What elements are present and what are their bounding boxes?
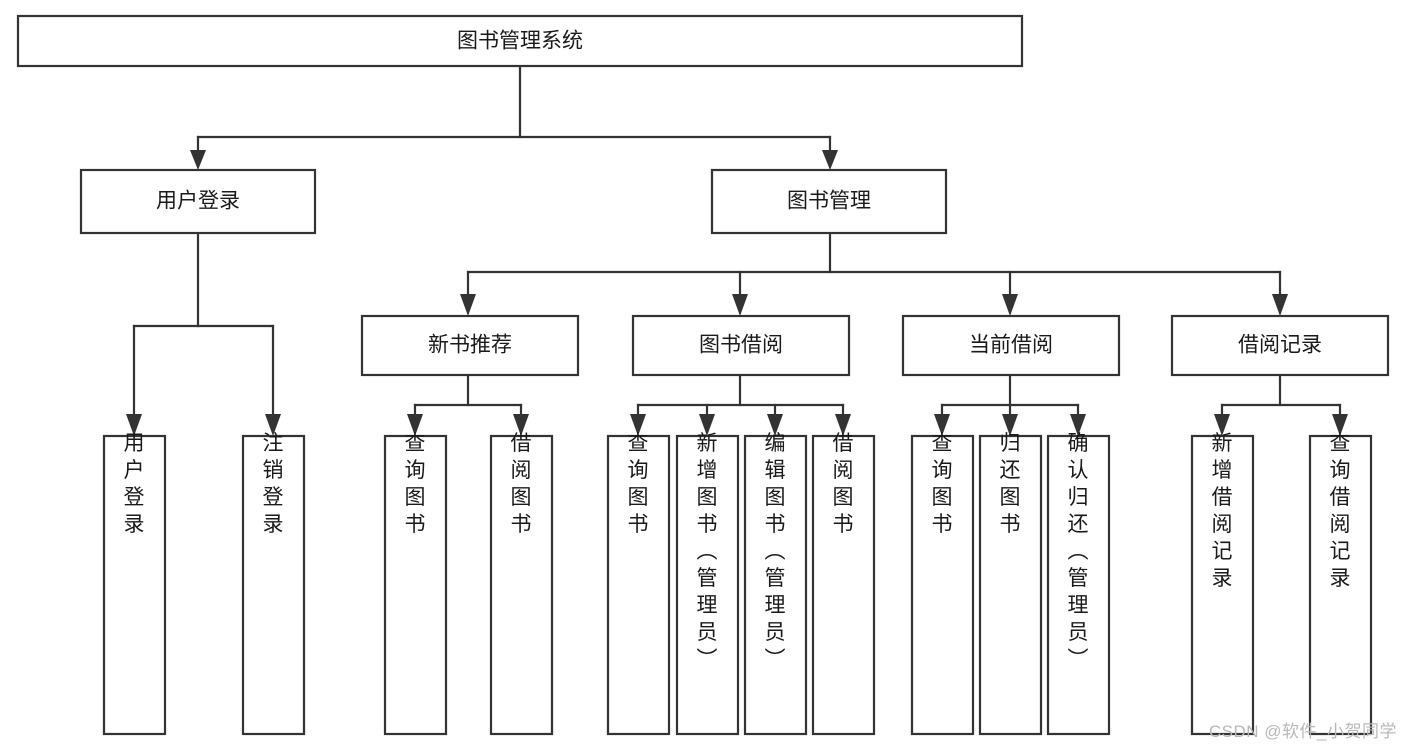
arrow-leaf-user-login: [126, 414, 142, 436]
node-borrow-record-box[interactable]: [1170, 314, 1390, 377]
node-leaf-query-book-3-box[interactable]: [910, 434, 975, 736]
arrow-leaf-add-record: [1214, 414, 1230, 436]
node-new-book-recommend-label: 新书推荐: [428, 334, 512, 357]
node-user-login-label: 用户登录: [156, 190, 240, 213]
node-leaf-add-record-box[interactable]: [1190, 434, 1255, 736]
node-leaf-query-record[interactable]: 查询借阅记录: [1308, 432, 1373, 736]
node-leaf-confirm-return-label: 确认归还︵管理员︶: [1068, 432, 1089, 671]
node-leaf-query-book-2[interactable]: 查询图书: [606, 432, 671, 736]
node-leaf-query-book-3-label: 查询图书: [932, 432, 953, 536]
node-leaf-borrow-book-2-box[interactable]: [811, 434, 876, 736]
node-leaf-borrow-book-1-box[interactable]: [489, 434, 554, 736]
node-leaf-confirm-return-box[interactable]: [1046, 434, 1111, 736]
node-leaf-borrow-book-1-label: 借阅图书: [511, 432, 532, 536]
node-user-login-box[interactable]: [79, 168, 317, 235]
node-leaf-logout[interactable]: 注销登录: [241, 432, 306, 736]
node-book-management-label: 图书管理: [787, 190, 871, 213]
node-leaf-add-book[interactable]: 新增图书︵管理员︶: [675, 432, 740, 736]
node-leaf-edit-book-label: 编辑图书︵管理员︶: [765, 432, 786, 671]
node-current-borrow[interactable]: 当前借阅: [901, 314, 1121, 377]
node-leaf-add-record[interactable]: 新增借阅记录: [1190, 432, 1255, 736]
arrow-leaf-query-record: [1332, 414, 1348, 436]
node-leaf-user-login-box[interactable]: [102, 434, 167, 736]
arrow-leaf-add-book: [699, 414, 715, 436]
node-leaf-borrow-book-1[interactable]: 借阅图书: [489, 432, 554, 736]
node-leaf-query-record-box[interactable]: [1308, 434, 1373, 736]
arrow-leaf-query-book-3: [934, 414, 950, 436]
node-leaf-logout-box[interactable]: [241, 434, 306, 736]
arrow-to-user-login: [190, 150, 206, 170]
node-leaf-edit-book[interactable]: 编辑图书︵管理员︶: [743, 432, 808, 736]
arrow-leaf-borrow-book-2: [835, 414, 851, 436]
node-leaf-borrow-book-2-label: 借阅图书: [833, 432, 854, 536]
node-new-book-recommend-box[interactable]: [360, 314, 580, 377]
node-leaf-query-book-1[interactable]: 查询图书: [383, 432, 448, 736]
node-borrow-record-label: 借阅记录: [1238, 334, 1322, 357]
node-leaf-user-login-label: 用户登录: [124, 432, 145, 536]
node-current-borrow-label: 当前借阅: [969, 334, 1053, 357]
node-leaf-add-book-box[interactable]: [675, 434, 740, 736]
arrow-leaf-query-book-1: [407, 414, 423, 436]
node-leaf-user-login[interactable]: 用户登录: [102, 432, 167, 736]
arrow-leaf-return-book: [1002, 414, 1018, 436]
node-leaf-query-book-1-box[interactable]: [383, 434, 448, 736]
node-book-borrow[interactable]: 图书借阅: [631, 314, 851, 377]
arrow-to-book-borrow: [732, 294, 748, 316]
csdn-watermark: CSDN @软件_小贺同学: [1208, 722, 1397, 741]
node-root-box[interactable]: [16, 14, 1024, 68]
arrow-leaf-edit-book: [767, 414, 783, 436]
arrow-leaf-query-book-2: [630, 414, 646, 436]
arrow-to-book-management: [822, 150, 838, 170]
node-leaf-return-book-box[interactable]: [978, 434, 1043, 736]
node-root[interactable]: 图书管理系统: [16, 14, 1024, 68]
node-book-borrow-label: 图书借阅: [699, 334, 783, 357]
arrow-to-new-book-recommend: [460, 294, 476, 316]
node-leaf-borrow-book-2[interactable]: 借阅图书: [811, 432, 876, 736]
arrow-to-borrow-record: [1272, 294, 1288, 316]
node-borrow-record[interactable]: 借阅记录: [1170, 314, 1390, 377]
arrow-leaf-logout: [265, 414, 281, 436]
connector-layer: [126, 64, 1348, 436]
node-leaf-query-book-2-label: 查询图书: [628, 432, 649, 536]
node-leaf-query-record-label: 查询借阅记录: [1330, 432, 1351, 590]
node-leaf-confirm-return[interactable]: 确认归还︵管理员︶: [1046, 432, 1111, 736]
node-user-login[interactable]: 用户登录: [79, 168, 317, 235]
arrow-leaf-borrow-book-1: [513, 414, 529, 436]
node-leaf-add-book-label: 新增图书︵管理员︶: [697, 432, 718, 671]
arrow-to-current-borrow: [1002, 294, 1018, 316]
node-book-management[interactable]: 图书管理: [710, 168, 948, 235]
node-leaf-logout-label: 注销登录: [263, 432, 284, 536]
node-book-management-box[interactable]: [710, 168, 948, 235]
node-leaf-return-book[interactable]: 归还图书: [978, 432, 1043, 736]
node-book-borrow-box[interactable]: [631, 314, 851, 377]
node-leaf-query-book-1-label: 查询图书: [405, 432, 426, 536]
node-leaf-edit-book-box[interactable]: [743, 434, 808, 736]
node-leaf-query-book-2-box[interactable]: [606, 434, 671, 736]
node-new-book-recommend[interactable]: 新书推荐: [360, 314, 580, 377]
node-root-label: 图书管理系统: [457, 30, 583, 53]
node-leaf-query-book-3[interactable]: 查询图书: [910, 432, 975, 736]
node-current-borrow-box[interactable]: [901, 314, 1121, 377]
node-leaf-return-book-label: 归还图书: [1000, 432, 1021, 536]
arrow-leaf-confirm-return: [1070, 414, 1086, 436]
node-leaf-add-record-label: 新增借阅记录: [1212, 432, 1233, 590]
